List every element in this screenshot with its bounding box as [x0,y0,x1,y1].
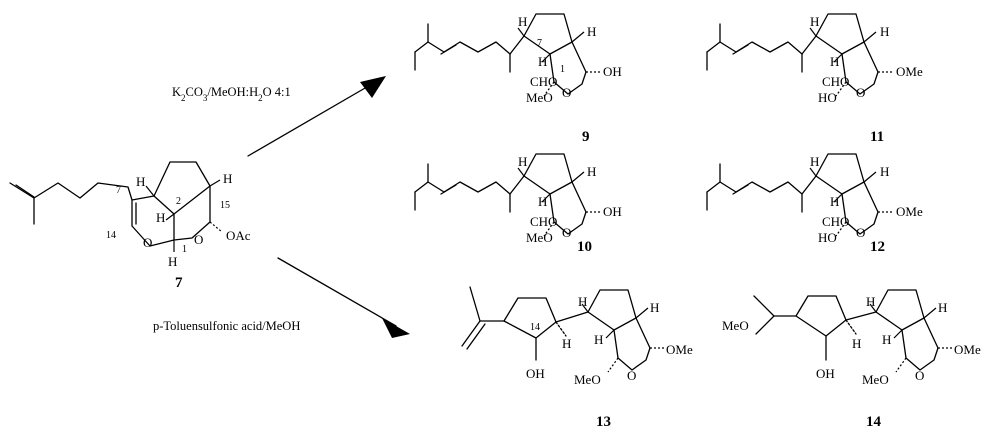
atom-label-h: H [594,332,603,347]
atom-label-o: O [856,85,865,100]
atom-label-h: H [880,164,889,179]
compound-13-structure [461,286,665,373]
compound-14-label: 14 [866,414,882,430]
atom-label-oh: OH [816,366,835,381]
atom-label-h: H [518,14,527,29]
compound-12-structure [706,153,893,237]
atom-label-h: H [880,24,889,39]
atom-label-h: H [518,154,527,169]
atom-label-o: O [194,232,203,247]
atom-label-oh: OH [603,64,622,79]
atom-label-o: O [143,235,152,250]
atom-label-ome: OMe [896,204,923,219]
atom-label-oh: OH [603,204,622,219]
atom-label-meo: MeO [862,372,889,387]
atom-label-cho: CHO [822,214,849,229]
atom-number-14: 14 [106,230,116,241]
compound-12-label: 12 [870,239,885,255]
atom-number-7: 7 [116,185,121,196]
atom-label-ho: HO [818,230,837,245]
compound-13-label: 13 [596,414,611,430]
atom-number-14: 14 [530,322,540,333]
atom-number-1: 1 [182,244,187,255]
compound-11-structure [706,13,893,97]
atom-label-o: O [627,368,636,383]
atom-label-h: H [938,300,947,315]
atom-label-o: O [562,225,571,240]
compound-14-structure [753,289,953,373]
atom-label-h: H [538,54,547,69]
atom-label-h: H [810,154,819,169]
atom-label-h: H [562,336,571,351]
compound-9-structure [414,13,601,97]
atom-label-o: O [856,225,865,240]
atom-label-h: H [882,332,891,347]
atom-label-h: H [830,54,839,69]
compound-7-label: 7 [175,275,183,291]
atom-label-h: H [810,14,819,29]
atom-label-h: H [538,194,547,209]
atom-label-h: H [168,254,177,269]
reaction-arrow-top [247,76,386,157]
atom-label-cho: CHO [530,214,557,229]
atom-number-1: 1 [560,64,565,75]
atom-label-h: H [650,300,659,315]
atom-label-meo: MeO [526,230,553,245]
atom-number-2: 2 [176,196,181,207]
atom-label-cho: CHO [530,74,557,89]
compound-11-label: 11 [870,129,884,145]
compound-10-label: 10 [577,239,592,255]
atom-label-oh: OH [526,366,545,381]
compound-9-label: 9 [582,129,590,145]
atom-label-h: H [587,164,596,179]
atom-label-h: H [578,294,587,309]
atom-label-o: O [562,85,571,100]
atom-label-h: H [830,194,839,209]
atom-label-o: O [915,368,924,383]
atom-label-meo: MeO [574,372,601,387]
atom-label-oac: OAc [226,228,251,243]
atom-label-h: H [156,210,165,225]
atom-label-h: H [852,336,861,351]
reagent-top: K2CO3/MeOH:H2O 4:1 [172,85,291,103]
atom-number-7: 7 [537,38,542,49]
atom-label-cho: CHO [822,74,849,89]
compound-7-structure [9,161,223,252]
atom-label-h: H [136,174,145,189]
atom-label-ome: OMe [666,342,693,357]
reaction-arrow-bottom [277,257,410,338]
atom-label-ome: OMe [954,342,981,357]
atom-label-meo: MeO [526,90,553,105]
atom-label-h: H [866,294,875,309]
reagent-bottom: p-Toluensulfonic acid/MeOH [153,319,300,333]
atom-label-ho: HO [818,90,837,105]
atom-label-h: H [223,171,232,186]
atom-label-ome: OMe [896,64,923,79]
atom-label-meo: MeO [722,318,749,333]
atom-number-15: 15 [220,200,230,211]
compound-10-structure [414,153,601,237]
atom-label-h: H [587,24,596,39]
